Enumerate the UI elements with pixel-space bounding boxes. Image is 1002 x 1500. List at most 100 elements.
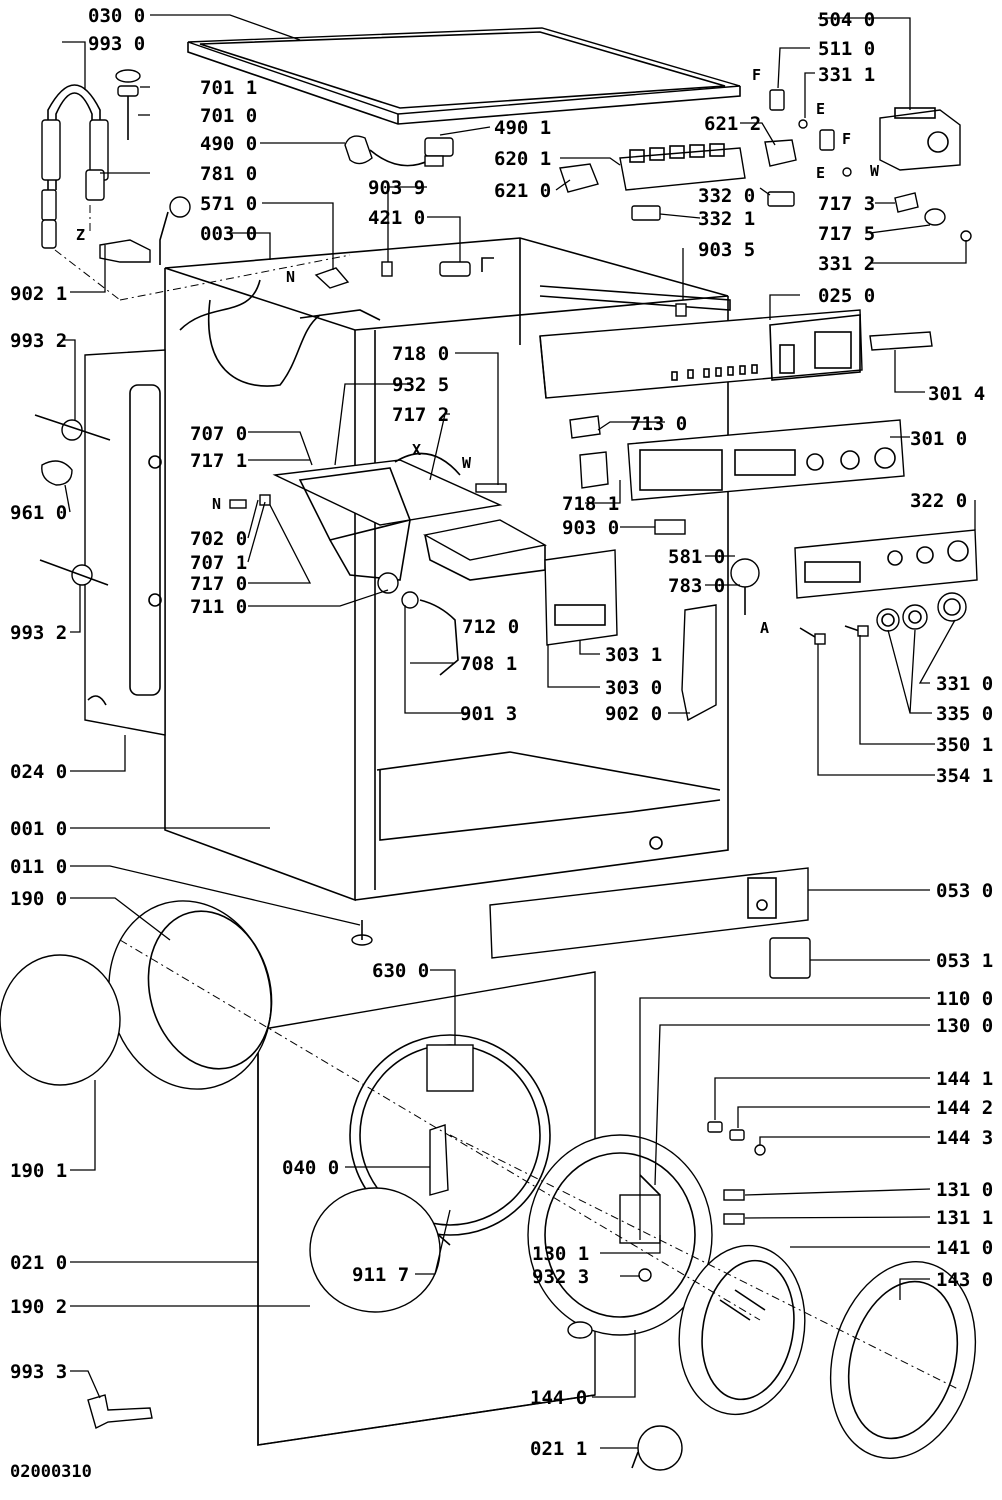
callout-961-0: 961 0 — [10, 502, 67, 524]
callout-025-0: 025 0 — [818, 285, 875, 307]
callout-932-5: 932 5 — [392, 374, 449, 396]
mark-n-upper: N — [286, 268, 295, 286]
mark-a: A — [760, 619, 769, 637]
callout-144-1: 144 1 — [936, 1068, 993, 1090]
callout-021-0: 021 0 — [10, 1252, 67, 1274]
callout-053-1: 053 1 — [936, 950, 993, 972]
callout-144-2: 144 2 — [936, 1097, 993, 1119]
callout-621-2: 621 2 — [704, 113, 761, 135]
callout-331-0: 331 0 — [936, 673, 993, 695]
callout-110-0: 110 0 — [936, 988, 993, 1010]
callout-902-0: 902 0 — [605, 703, 662, 725]
callout-993-2-upper: 993 2 — [10, 330, 67, 352]
callout-903-5: 903 5 — [698, 239, 755, 261]
callout-621-0: 621 0 — [494, 180, 551, 202]
callout-131-1: 131 1 — [936, 1207, 993, 1229]
callout-717-0: 717 0 — [190, 573, 247, 595]
leader-lines — [62, 14, 976, 1449]
callout-717-3: 717 3 — [818, 193, 875, 215]
callout-003-0: 003 0 — [200, 223, 257, 245]
mark-x: X — [412, 441, 421, 459]
callout-303-1: 303 1 — [605, 644, 662, 666]
callout-713-0: 713 0 — [630, 413, 687, 435]
callout-630-0: 630 0 — [372, 960, 429, 982]
control-module — [559, 89, 972, 317]
side-panel — [84, 349, 166, 736]
callout-702-0: 702 0 — [190, 528, 247, 550]
callout-303-0: 303 0 — [605, 677, 662, 699]
callout-421-0: 421 0 — [368, 207, 425, 229]
inlet-hose — [41, 84, 351, 301]
callout-331-1: 331 1 — [818, 64, 875, 86]
callout-143-0: 143 0 — [936, 1269, 993, 1291]
callout-903-0: 903 0 — [562, 517, 619, 539]
callout-053-0: 053 0 — [936, 880, 993, 902]
callout-190-0: 190 0 — [10, 888, 67, 910]
mark-f-upper: F — [752, 66, 761, 84]
mark-w-lower: W — [462, 454, 472, 472]
mark-z: Z — [76, 226, 85, 244]
callout-711-0: 711 0 — [190, 596, 247, 618]
callout-021-1: 021 1 — [530, 1438, 587, 1460]
mark-n-lower: N — [212, 495, 221, 513]
callout-335-0: 335 0 — [936, 703, 993, 725]
callout-707-1: 707 1 — [190, 552, 247, 574]
callout-903-9: 903 9 — [368, 177, 425, 199]
callout-783-0: 783 0 — [668, 575, 725, 597]
callout-781-0: 781 0 — [200, 163, 257, 185]
letter-marks: F E F E W N Z X W N A — [76, 66, 880, 637]
callout-301-4: 301 4 — [928, 383, 985, 405]
pressure-switch — [730, 558, 760, 615]
callout-993-0: 993 0 — [88, 33, 145, 55]
mark-e-upper: E — [816, 100, 825, 118]
callout-labels: 030 0 993 0 701 1 701 0 490 0 781 0 571 … — [10, 5, 993, 1460]
callout-040-0: 040 0 — [282, 1157, 339, 1179]
callout-354-1: 354 1 — [936, 765, 993, 787]
callout-001-0: 001 0 — [10, 818, 67, 840]
callout-301-0: 301 0 — [910, 428, 967, 450]
callout-708-1: 708 1 — [460, 653, 517, 675]
callout-511-0: 511 0 — [818, 38, 875, 60]
callout-011-0: 011 0 — [10, 856, 67, 878]
display-panel — [794, 529, 978, 599]
callout-718-0: 718 0 — [392, 343, 449, 365]
panel-frame — [539, 309, 933, 399]
callout-902-1: 902 1 — [10, 283, 67, 305]
door-ring — [829, 1261, 977, 1459]
wrench — [87, 1394, 153, 1430]
callout-707-0: 707 0 — [190, 423, 247, 445]
knobs — [799, 592, 967, 645]
callout-490-1: 490 1 — [494, 117, 551, 139]
callout-030-0: 030 0 — [88, 5, 145, 27]
callout-332-1: 332 1 — [698, 208, 755, 230]
callout-581-0: 581 0 — [668, 546, 725, 568]
callout-144-3: 144 3 — [936, 1127, 993, 1149]
callout-701-1: 701 1 — [200, 77, 257, 99]
door-frame — [527, 1134, 713, 1339]
plinth — [489, 867, 811, 979]
callout-190-1: 190 1 — [10, 1160, 67, 1182]
door-glass — [678, 1244, 806, 1416]
callout-993-2-lower: 993 2 — [10, 622, 67, 644]
callout-350-1: 350 1 — [936, 734, 993, 756]
callout-131-0: 131 0 — [936, 1179, 993, 1201]
callout-620-1: 620 1 — [494, 148, 551, 170]
transport-bolts — [34, 414, 111, 586]
top-cover — [187, 27, 741, 125]
mains-cable — [344, 135, 454, 167]
callout-717-2: 717 2 — [392, 404, 449, 426]
callout-911-7: 911 7 — [352, 1264, 409, 1286]
mark-w-upper: W — [870, 162, 880, 180]
fascia — [627, 419, 905, 501]
callout-144-0: 144 0 — [530, 1387, 587, 1409]
callout-712-0: 712 0 — [462, 616, 519, 638]
mark-e-lower: E — [816, 164, 825, 182]
callout-717-5: 717 5 — [818, 223, 875, 245]
timer — [879, 107, 961, 171]
callout-932-3: 932 3 — [532, 1266, 589, 1288]
filter-parts — [159, 196, 494, 289]
pin-701 — [115, 69, 141, 140]
callout-490-0: 490 0 — [200, 133, 257, 155]
hinge-parts — [707, 1121, 766, 1225]
